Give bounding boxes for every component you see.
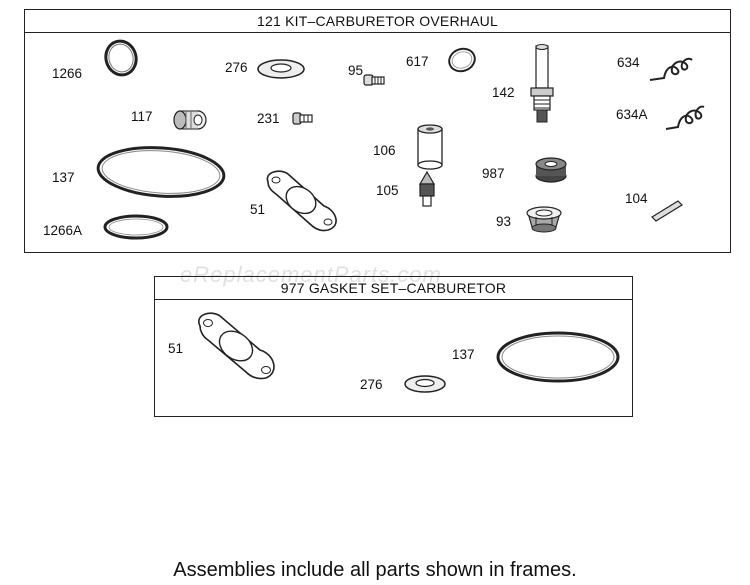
label-634: 634 bbox=[617, 55, 640, 70]
pin-104 bbox=[651, 200, 683, 222]
label-117: 117 bbox=[131, 109, 153, 124]
label-142: 142 bbox=[492, 85, 515, 100]
gasket-set-frame: 977 GASKET SET–CARBURETOR bbox=[154, 276, 633, 417]
footer-note: Assemblies include all parts shown in fr… bbox=[173, 559, 577, 581]
label-634a: 634A bbox=[616, 107, 648, 122]
o-ring-617 bbox=[448, 47, 476, 73]
label-105: 105 bbox=[376, 183, 399, 198]
needle-105 bbox=[418, 170, 436, 207]
label-104: 104 bbox=[625, 191, 648, 206]
float-106 bbox=[417, 124, 443, 170]
washer-276 bbox=[257, 59, 305, 79]
bowl-nut-93 bbox=[526, 206, 562, 233]
nozzle-142 bbox=[530, 44, 554, 123]
spring-634 bbox=[649, 57, 693, 81]
watermark: eReplacementParts.com bbox=[180, 262, 442, 287]
screw-95 bbox=[363, 74, 385, 86]
label-1266a: 1266A bbox=[43, 223, 83, 238]
screw-231 bbox=[292, 112, 313, 125]
label-1266: 1266 bbox=[52, 66, 83, 81]
o-ring-1266 bbox=[104, 39, 138, 77]
gasket-label-137: 137 bbox=[452, 347, 475, 362]
bushing-117 bbox=[173, 110, 207, 130]
gasket-set-ring-137 bbox=[496, 331, 620, 383]
label-276: 276 bbox=[225, 60, 248, 75]
kit-title: 121 KIT–CARBURETOR OVERHAUL bbox=[25, 10, 730, 33]
label-137: 137 bbox=[52, 170, 75, 185]
gasket-label-276: 276 bbox=[360, 377, 383, 392]
o-ring-1266a bbox=[103, 214, 169, 240]
label-93: 93 bbox=[496, 214, 512, 229]
seal-987 bbox=[535, 157, 567, 183]
label-95: 95 bbox=[348, 63, 364, 78]
label-106: 106 bbox=[373, 143, 396, 158]
gasket-set-gasket-51 bbox=[198, 312, 275, 380]
kit-frame: 121 KIT–CARBURETOR OVERHAUL bbox=[24, 9, 731, 253]
gasket-set-title: 977 GASKET SET–CARBURETOR bbox=[155, 277, 632, 300]
label-51: 51 bbox=[250, 202, 266, 217]
label-231: 231 bbox=[257, 111, 280, 126]
gasket-set-washer-276 bbox=[404, 375, 446, 393]
gasket-51 bbox=[266, 170, 337, 232]
spring-634a bbox=[665, 105, 705, 130]
gasket-label-51: 51 bbox=[168, 341, 184, 356]
label-987: 987 bbox=[482, 166, 505, 181]
gasket-ring-137 bbox=[96, 146, 226, 198]
label-617: 617 bbox=[406, 54, 429, 69]
